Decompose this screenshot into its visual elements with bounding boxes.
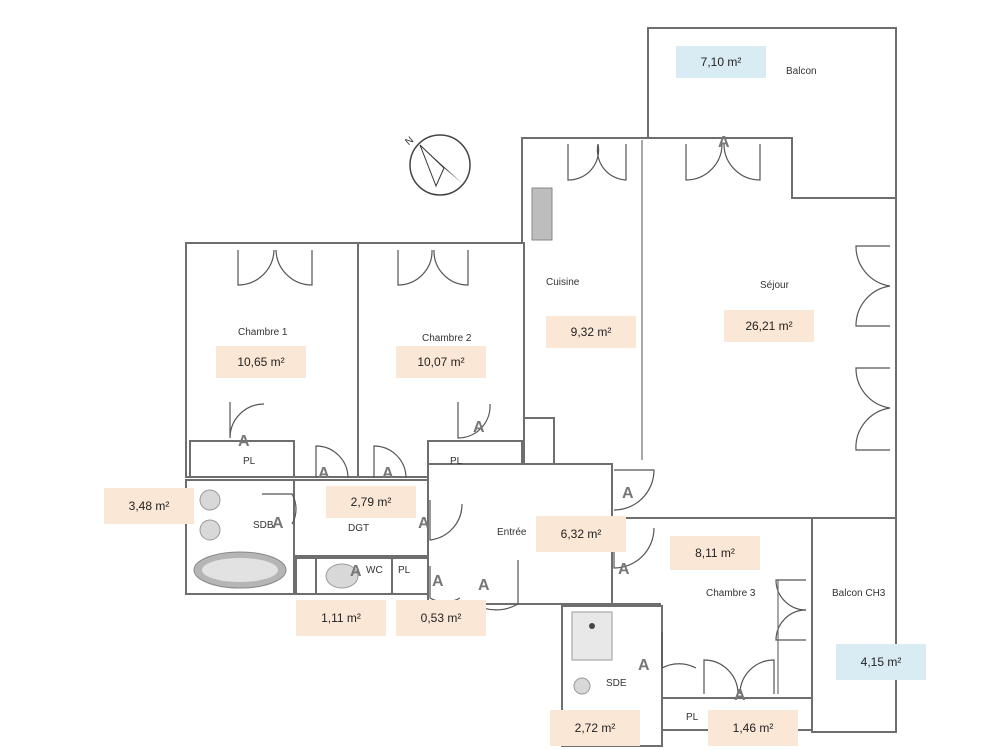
- marker-a: A: [478, 577, 490, 594]
- marker-a: A: [318, 465, 330, 482]
- marker-a: A: [238, 433, 250, 450]
- room-label-sdb: SDB: [253, 520, 274, 531]
- marker-a: A: [618, 561, 630, 578]
- area-chambre1: 10,65 m²: [216, 346, 306, 378]
- room-label-chambre3: Chambre 3: [706, 588, 756, 599]
- fixtures: [193, 187, 613, 695]
- room-label-pl3: PL: [398, 565, 411, 576]
- area-chambre3: 8,11 m²: [670, 536, 760, 570]
- area-balcon: 7,10 m²: [676, 46, 766, 78]
- area-pl-ch3: 1,46 m²: [708, 710, 798, 746]
- room-label-balcon-ch3: Balcon CH3: [832, 588, 886, 599]
- area-balcon-ch3: 4,15 m²: [836, 644, 926, 680]
- area-entree: 6,32 m²: [536, 516, 626, 552]
- walls: [185, 27, 897, 747]
- room-label-pl2: PL: [450, 456, 463, 467]
- marker-a: A: [718, 134, 730, 151]
- room-labels: Balcon Cuisine Séjour Chambre 1 Chambre …: [238, 66, 886, 723]
- marker-a: A: [638, 657, 650, 674]
- room-label-chambre2: Chambre 2: [422, 333, 472, 344]
- toilet-icon: [325, 563, 359, 589]
- room-label-dgt: DGT: [348, 523, 369, 534]
- marker-a: A: [272, 515, 284, 532]
- room-label-pl4: PL: [686, 712, 699, 723]
- marker-a: A: [473, 419, 485, 436]
- compass-icon: [409, 134, 471, 196]
- compass-north-letter: N: [403, 135, 416, 148]
- room-label-sejour: Séjour: [760, 280, 790, 291]
- marker-a: A: [382, 465, 394, 482]
- area-cuisine: 9,32 m²: [546, 316, 636, 348]
- marker-a: A: [734, 687, 746, 704]
- area-sejour: 26,21 m²: [724, 310, 814, 342]
- marker-a: A: [432, 573, 444, 590]
- wall-balcon-ch3: [811, 517, 897, 733]
- wall-duct: [295, 557, 317, 595]
- a-markers: A A A A A A A A A A A A A A: [238, 134, 746, 704]
- room-label-pl1: PL: [243, 456, 256, 467]
- area-wc: 1,11 m²: [296, 600, 386, 636]
- room-label-chambre1: Chambre 1: [238, 327, 288, 338]
- area-sde: 2,72 m²: [550, 710, 640, 746]
- room-label-entree: Entrée: [497, 527, 527, 538]
- sink-icon: [573, 677, 591, 695]
- room-label-sde: SDE: [606, 678, 627, 689]
- wall-pl3: [391, 557, 429, 595]
- shower-icon: [571, 611, 613, 661]
- marker-a: A: [418, 515, 430, 532]
- area-chambre2: 10,07 m²: [396, 346, 486, 378]
- wall-pl1: [189, 440, 295, 478]
- room-label-balcon: Balcon: [786, 66, 817, 77]
- wall-shaft: [523, 417, 555, 465]
- sink-icon: [199, 489, 221, 511]
- room-label-cuisine: Cuisine: [546, 277, 580, 288]
- area-pl: 0,53 m²: [396, 600, 486, 636]
- sink-icon: [199, 519, 221, 541]
- room-label-wc: WC: [366, 565, 383, 576]
- marker-a: A: [622, 485, 634, 502]
- marker-a: A: [350, 563, 362, 580]
- hob-icon: [531, 187, 553, 241]
- area-sdb: 3,48 m²: [104, 488, 194, 524]
- area-dgt: 2,79 m²: [326, 486, 416, 518]
